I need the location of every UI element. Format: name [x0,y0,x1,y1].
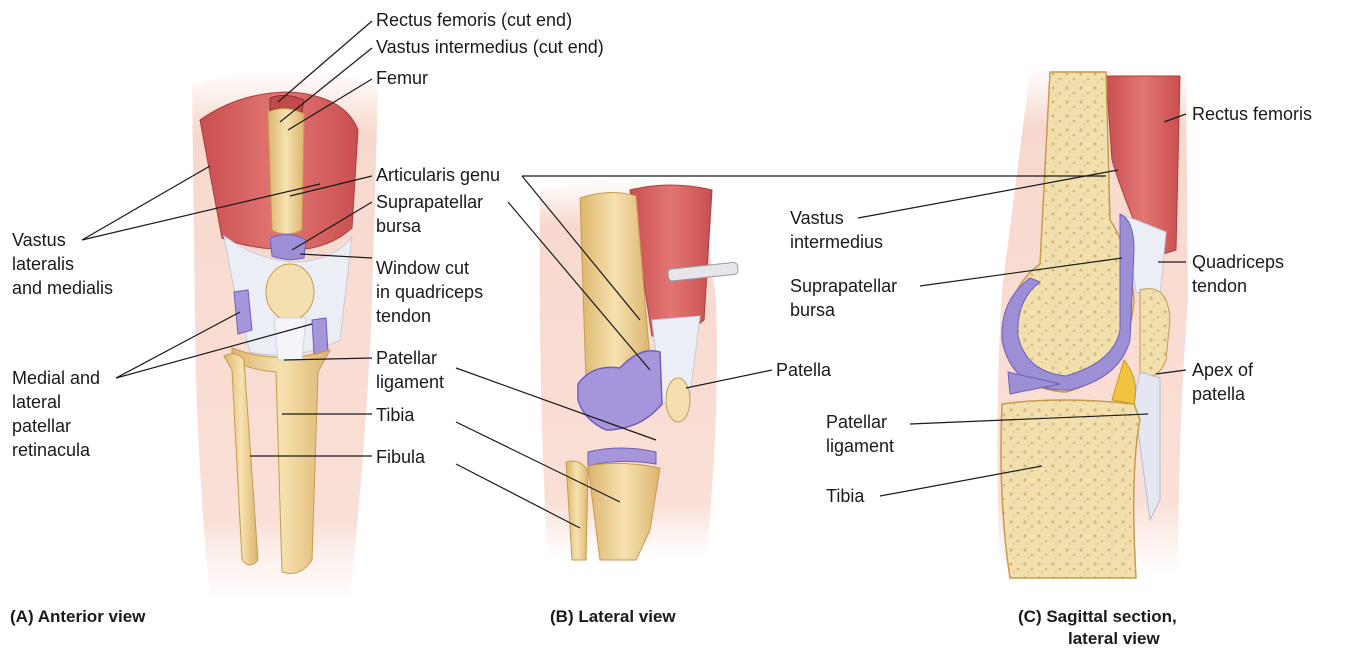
label-femur: Femur [376,68,428,89]
caption-anterior-view: (A) Anterior view [10,606,145,627]
label-apex-patella-line2: patella [1192,384,1245,405]
label-vastus-lateralis-line3: and medialis [12,278,113,299]
label-tibia: Tibia [376,405,414,426]
label-articularis-genu: Articularis genu [376,165,500,186]
sagittal-tibia [1001,400,1140,578]
anterior-view [192,70,378,600]
anterior-suprapatellar-bursa [270,234,306,259]
label-tibia-c: Tibia [826,486,864,507]
label-vastus-intermedius-line1: Vastus [790,208,844,229]
label-vastus-intermedius-line2: intermedius [790,232,883,253]
label-patellar-ligament-c-line2: ligament [826,436,894,457]
label-patella: Patella [776,360,831,381]
caption-sagittal-line2: lateral view [1068,628,1160,649]
label-suprapatellar-c-line1: Suprapatellar [790,276,897,297]
anterior-patella [266,264,314,320]
label-vastus-intermedius-cut: Vastus intermedius (cut end) [376,37,604,58]
anterior-patellar-ligament [274,318,306,360]
label-quadriceps-tendon-line2: tendon [1192,276,1247,297]
label-retinacula-line2: lateral [12,392,61,413]
label-window-line1: Window cut [376,258,469,279]
caption-lateral-view: (B) Lateral view [550,606,676,627]
label-patellar-ligament-line2: ligament [376,372,444,393]
label-patellar-ligament-line1: Patellar [376,348,437,369]
label-rectus-femoris-cut: Rectus femoris (cut end) [376,10,572,31]
anterior-retinaculum-right [312,318,328,354]
lateral-view [540,180,739,560]
label-fibula: Fibula [376,447,425,468]
label-retinacula-line3: patellar [12,416,71,437]
lateral-patella [666,378,690,422]
label-window-line3: tendon [376,306,431,327]
label-suprapatellar-line1: Suprapatellar [376,192,483,213]
label-vastus-lateralis-line2: lateralis [12,254,74,275]
sagittal-view [997,66,1188,578]
label-quadriceps-tendon-line1: Quadriceps [1192,252,1284,273]
label-suprapatellar-c-line2: bursa [790,300,835,321]
label-suprapatellar-line2: bursa [376,216,421,237]
label-rectus-femoris: Rectus femoris [1192,104,1312,125]
caption-sagittal-line1: (C) Sagittal section, [1018,606,1177,627]
leader-vastus-lat-1 [82,166,210,240]
label-retinacula-line4: retinacula [12,440,90,461]
label-window-line2: in quadriceps [376,282,483,303]
label-retinacula-line1: Medial and [12,368,100,389]
label-vastus-lateralis-line1: Vastus [12,230,66,251]
label-apex-patella-line1: Apex of [1192,360,1253,381]
anterior-femur [268,108,304,234]
label-patellar-ligament-c-line1: Patellar [826,412,887,433]
